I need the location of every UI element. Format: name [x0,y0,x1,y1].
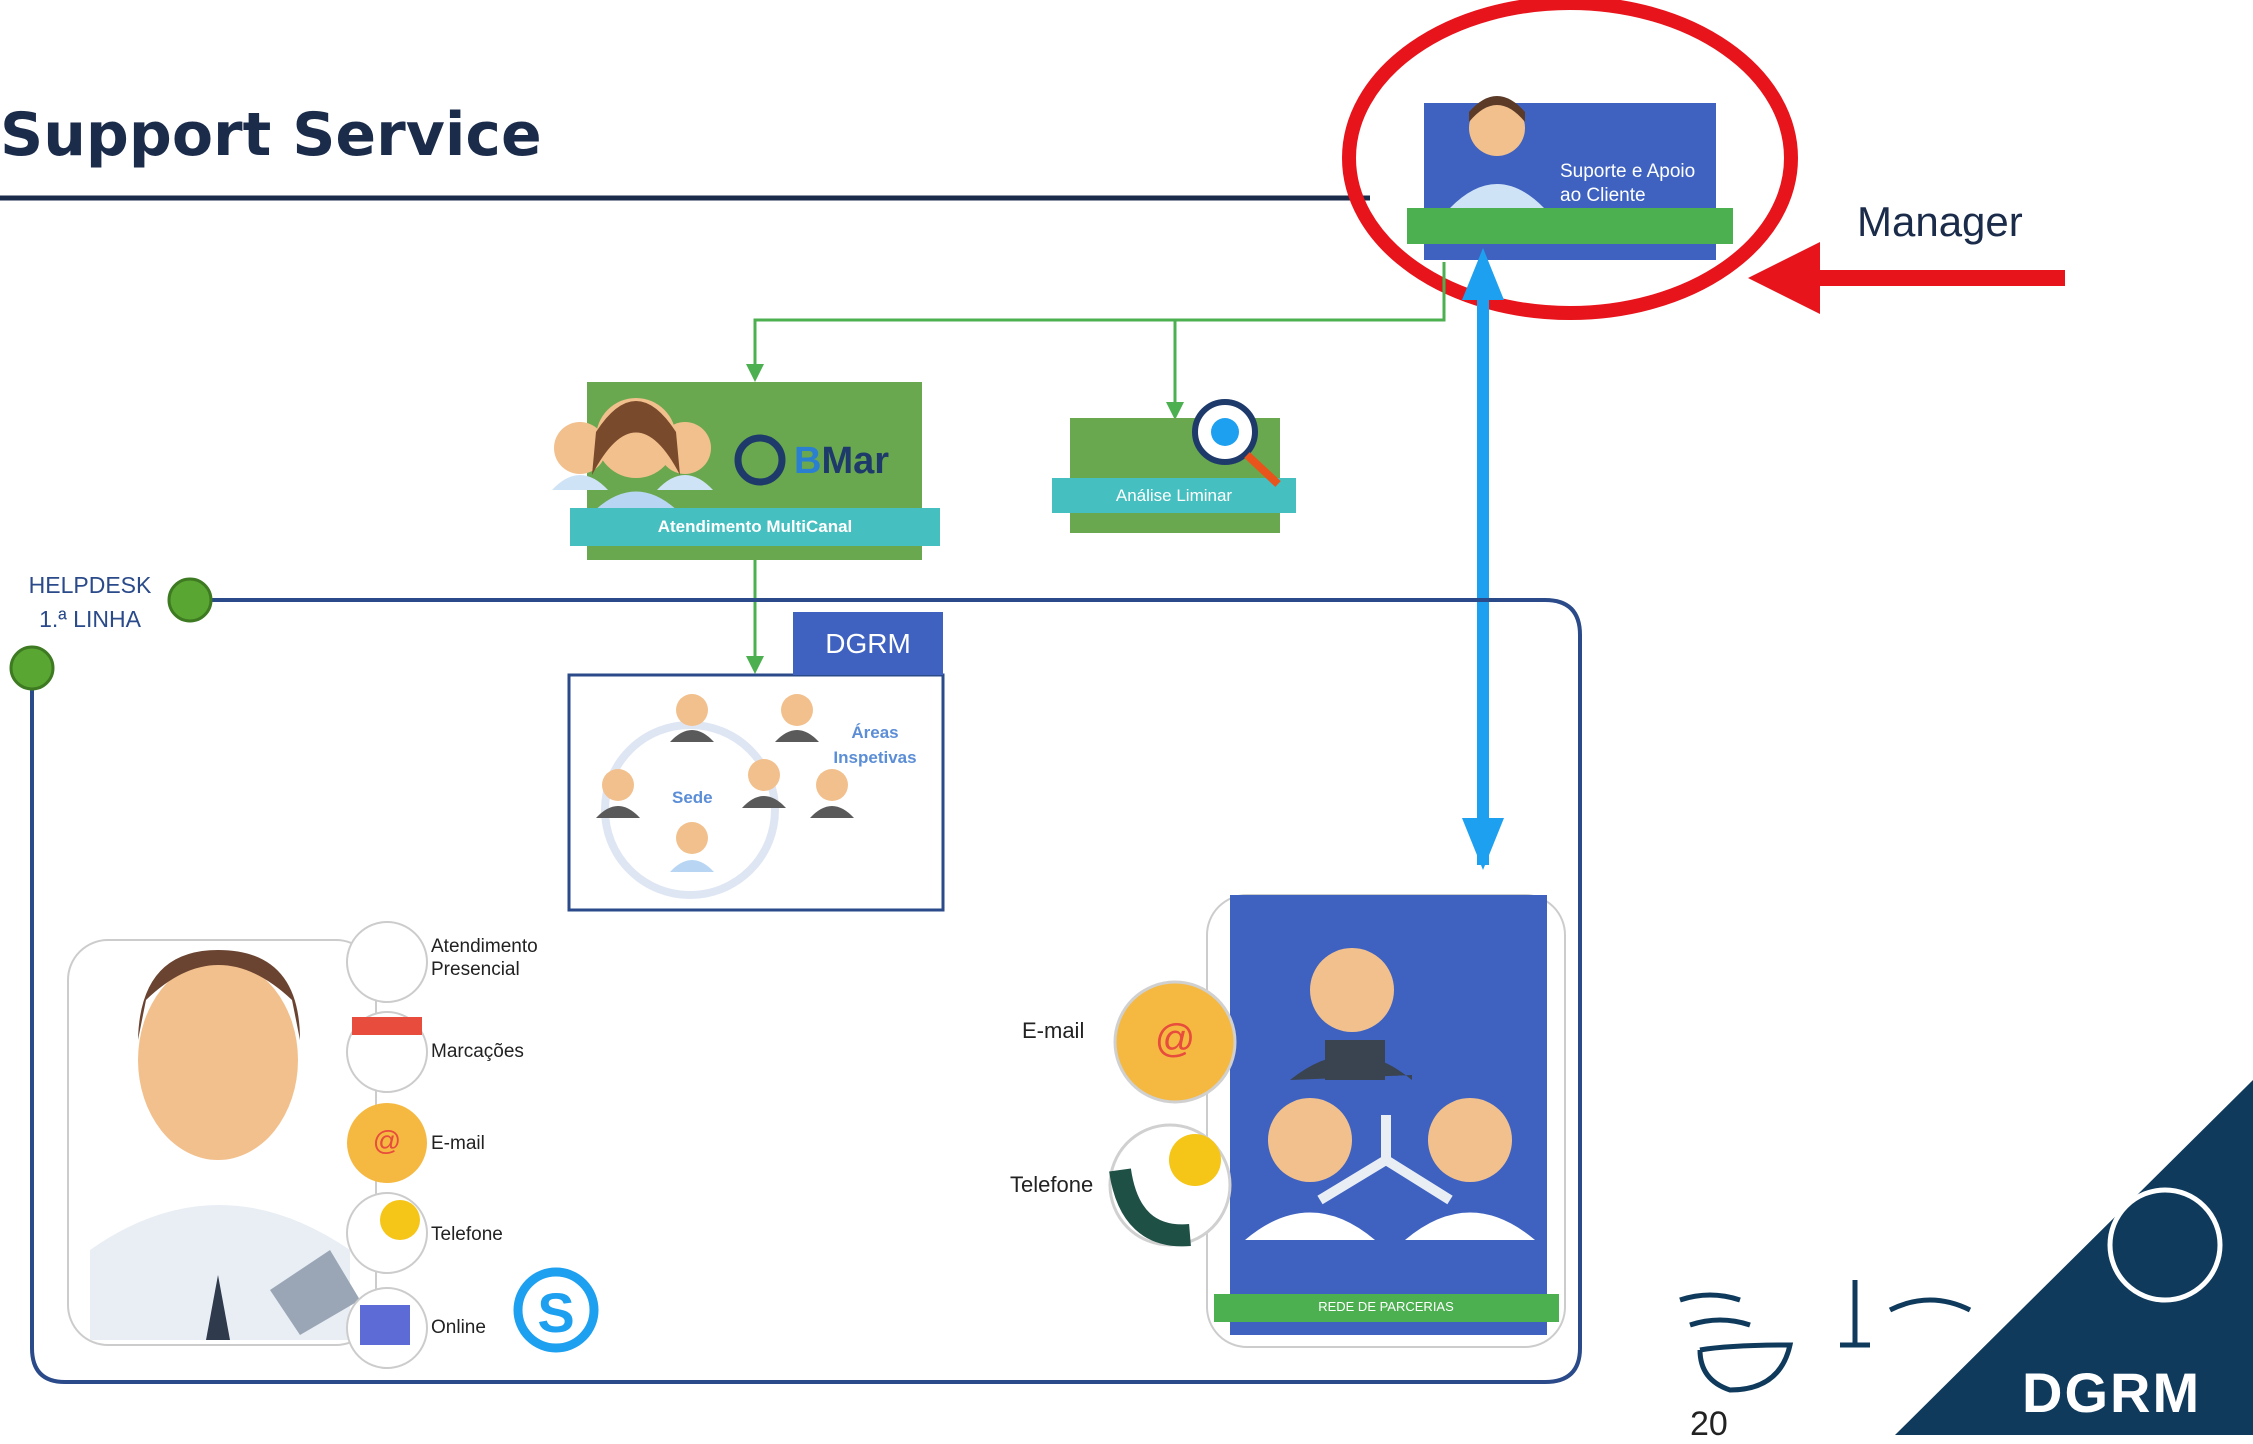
chat-bubble-icon [380,1200,420,1240]
helpdesk-line1: HELPDESK [28,572,152,598]
brand-triangle [1895,1080,2253,1435]
partner-email-icon [1113,980,1237,1104]
areas-line2: Inspetivas [833,748,917,767]
analise-box [1052,399,1296,533]
bmar-suffix: Mar [821,440,890,482]
blue-double-arrow [1462,248,1504,870]
dgrm-logo: DGRM [2022,1361,2202,1424]
helpdesk-container [30,598,1582,1384]
channel-telefone: Telefone [431,1224,503,1245]
channel-presencial-line1: Atendimento [431,936,538,957]
at-icon: @ [373,1125,401,1156]
partner-phone-label: Telefone [1010,1172,1094,1197]
manager-label: Manager [1857,198,2023,245]
anchor-icon [2107,1187,2223,1303]
dgrm-tab: DGRM [793,612,943,675]
helpdesk-label: HELPDESK 1.ª LINHA [0,568,180,636]
boat-illustration [1679,1292,1794,1393]
channel-marcacoes: Marcações [431,1041,524,1062]
channel-presencial-line2: Presencial [431,959,520,980]
helpdesk-dot-top [167,577,213,623]
analise-banner: Análise Liminar [1115,486,1233,505]
skype-icon [513,1267,599,1353]
channel-icons [346,921,428,1369]
atendimento-banner: Atendimento MultiCanal [657,517,853,536]
svg-text:@: @ [1155,1017,1196,1061]
areas-label: Áreas Inspetivas [825,720,925,770]
partners-card [1206,894,1566,1348]
green-connectors [753,262,1446,660]
support-box-label: Suporte e Apoio ao Cliente [1560,160,1730,208]
highlight-circle [1342,0,1798,320]
svg-text:S: S [537,1281,574,1344]
sede-label: Sede [672,788,713,807]
bmar-logo: BMar [794,440,889,483]
page-number: 20 [1690,1405,1728,1443]
partner-email-label: E-mail [1022,1018,1085,1043]
support-manager-box [1407,96,1733,260]
manager-arrow [1748,242,2065,314]
support-label-line2: ao Cliente [1560,185,1646,206]
partners-banner: REDE DE PARCERIAS [1318,1299,1454,1314]
bmar-prefix: B [794,440,822,482]
atendimento-box [552,382,940,560]
channel-presencial: Atendimento Presencial [431,935,538,981]
areas-line1: Áreas [851,723,899,742]
page-title: Support Service [0,100,542,170]
customer-card [67,939,377,1346]
channel-online: Online [431,1317,486,1338]
helpdesk-line2: 1.ª LINHA [39,606,141,632]
support-label-line1: Suporte e Apoio [1560,161,1696,182]
helpdesk-dot-left [9,645,55,691]
channel-email: E-mail [431,1133,485,1154]
dgrm-people [602,694,848,854]
